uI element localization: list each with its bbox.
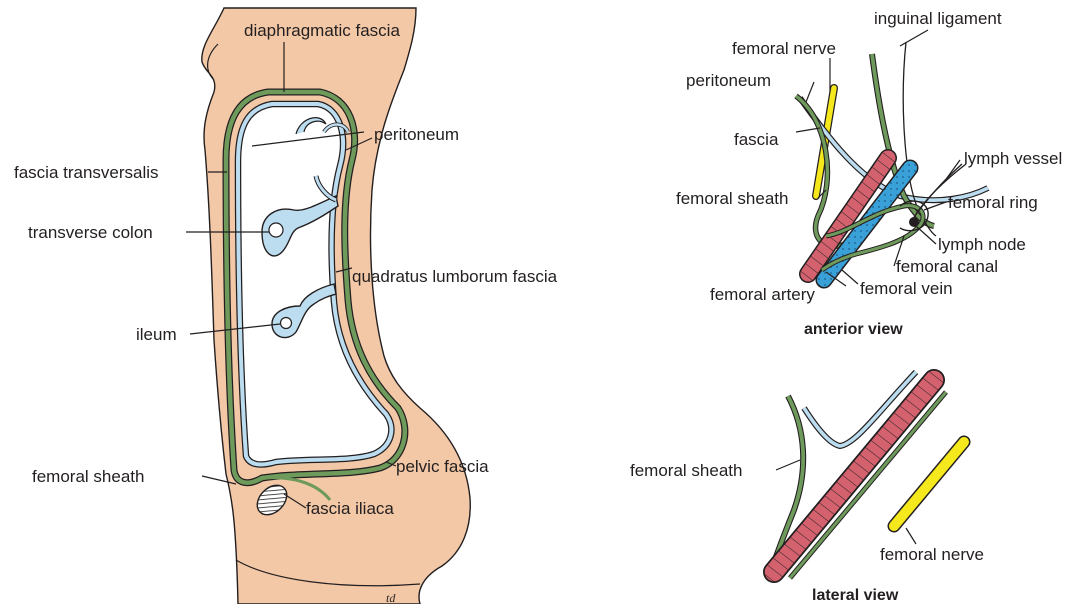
- label-pelvic-fascia: pelvic fascia: [396, 457, 489, 476]
- leader-inguinal-ligament: [900, 30, 928, 46]
- label-lymph-node: lymph node: [938, 235, 1026, 254]
- lateral-view: femoral sheath femoral nerve lateral vie…: [630, 372, 984, 604]
- leader-fascia-anterior: [796, 128, 820, 132]
- lateral-view-title: lateral view: [812, 587, 899, 604]
- label-inguinal-ligament: inguinal ligament: [874, 9, 1002, 28]
- label-diaphragmatic-fascia: diaphragmatic fascia: [244, 21, 400, 40]
- label-transverse-colon: transverse colon: [28, 223, 153, 242]
- leader-femoral-sheath-lateral: [776, 460, 800, 470]
- anterior-view: inguinal ligament femoral nerve peritone…: [676, 9, 1062, 338]
- label-quadratus-lumborum-fascia: quadratus lumborum fascia: [352, 267, 558, 286]
- label-peritoneum: peritoneum: [374, 125, 459, 144]
- label-fascia-transversalis: fascia transversalis: [14, 163, 159, 182]
- anterior-view-title: anterior view: [804, 321, 903, 338]
- artist-signature: td: [386, 591, 396, 604]
- label-femoral-vein: femoral vein: [860, 279, 953, 298]
- label-femoral-ring: femoral ring: [948, 193, 1038, 212]
- label-femoral-nerve-anterior: femoral nerve: [732, 39, 836, 58]
- label-femoral-nerve-lateral: femoral nerve: [880, 545, 984, 564]
- sagittal-section: diaphragmatic fascia peritoneum fascia t…: [14, 8, 558, 604]
- leader-peritoneum-anterior: [806, 82, 814, 102]
- label-femoral-canal: femoral canal: [896, 257, 998, 276]
- leader-femoral-nerve-lateral: [906, 528, 916, 544]
- label-femoral-sheath-left: femoral sheath: [32, 467, 144, 486]
- label-femoral-sheath-lateral: femoral sheath: [630, 461, 742, 480]
- label-femoral-sheath-anterior: femoral sheath: [676, 189, 788, 208]
- label-lymph-vessel: lymph vessel: [964, 149, 1062, 168]
- label-ileum: ileum: [136, 325, 177, 344]
- leader-femoral-vein: [842, 270, 858, 284]
- label-fascia-anterior: fascia: [734, 130, 779, 149]
- label-femoral-artery: femoral artery: [710, 285, 815, 304]
- label-peritoneum-anterior: peritoneum: [686, 71, 771, 90]
- label-fascia-iliaca: fascia iliaca: [306, 499, 394, 518]
- lymph-node: [909, 217, 919, 227]
